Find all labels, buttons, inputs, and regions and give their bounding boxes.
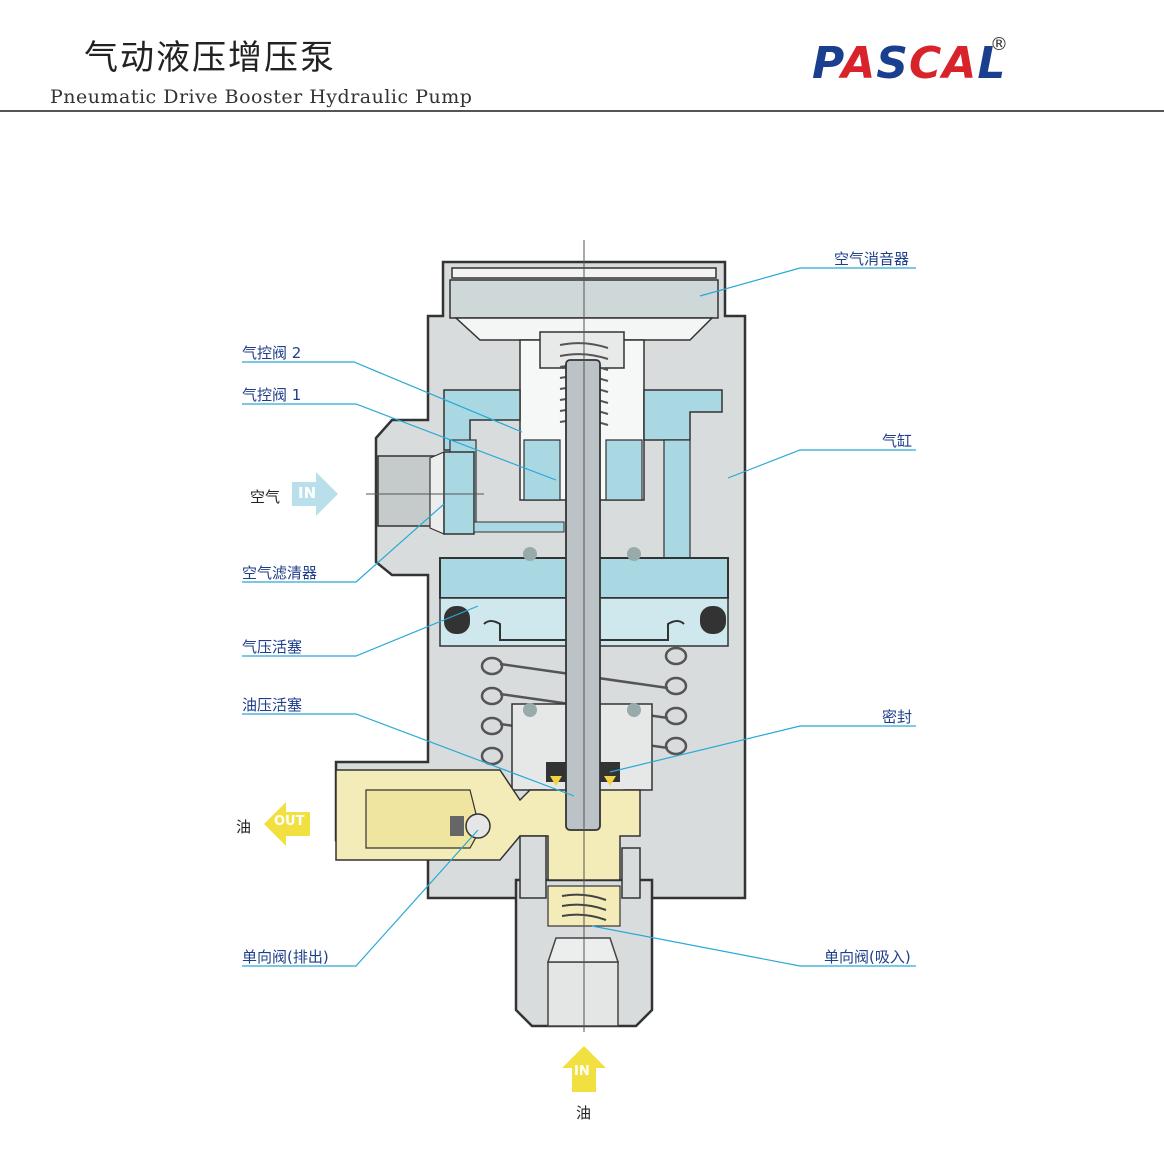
page-subtitle: Pneumatic Drive Booster Hydraulic Pump <box>50 86 473 108</box>
label-air-piston: 气压活塞 <box>242 638 303 656</box>
air-inlet <box>377 451 565 535</box>
label-air-filter: 空气滤清器 <box>242 564 318 582</box>
label-oil-piston: 油压活塞 <box>242 696 303 714</box>
air-in-arrow <box>292 472 338 516</box>
air-in-text: IN <box>298 484 317 502</box>
label-cylinder: 气缸 <box>882 432 913 450</box>
oil-in-text: IN <box>574 1064 590 1079</box>
label-air-valve-1: 气控阀 1 <box>242 386 302 404</box>
oil-chamber <box>335 769 641 927</box>
oil-out-arrow <box>264 802 310 846</box>
label-check-valve-out: 单向阀(排出) <box>242 948 329 966</box>
label-oil-in: 油 <box>576 1104 592 1122</box>
label-check-valve-in: 单向阀(吸入) <box>824 948 911 966</box>
pascal-logo: PASCAL <box>812 38 1007 89</box>
oil-in-arrow <box>562 1046 606 1092</box>
label-muffler: 空气消音器 <box>834 250 910 268</box>
label-air: 空气 <box>250 488 281 506</box>
header-divider <box>0 110 1164 112</box>
leader-lines <box>242 267 916 967</box>
registered-mark: ® <box>990 34 1008 55</box>
piston-rod <box>565 359 601 831</box>
oil-out-text: OUT <box>274 814 305 829</box>
page-title: 气动液压增压泵 <box>84 38 336 78</box>
label-seal: 密封 <box>882 708 913 726</box>
label-oil-out: 油 <box>236 818 252 836</box>
label-air-valve-2: 气控阀 2 <box>242 344 302 362</box>
